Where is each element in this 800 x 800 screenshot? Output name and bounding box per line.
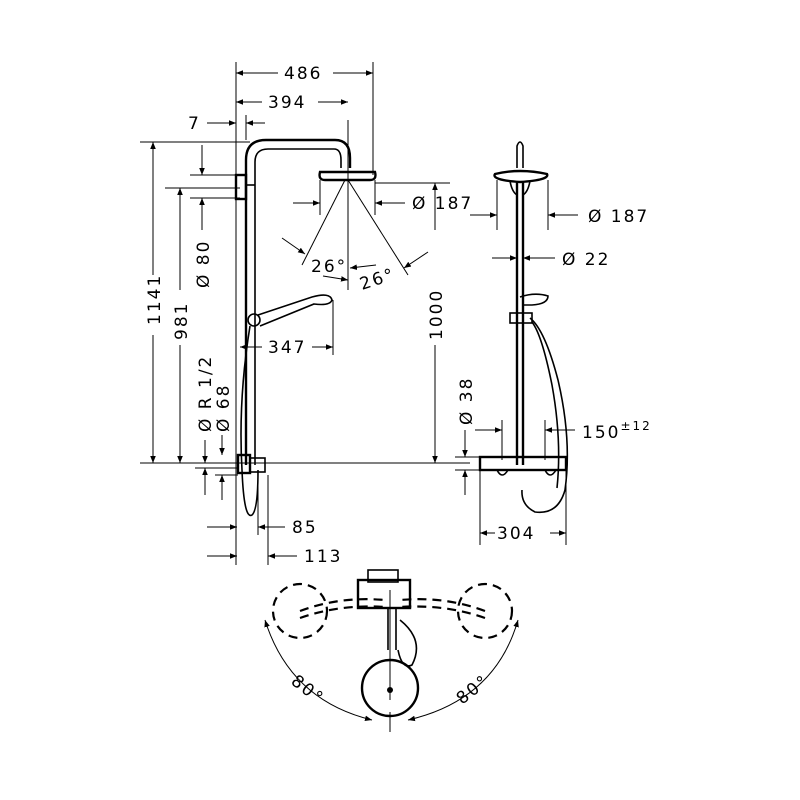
dim-mixer-depth: 85	[292, 518, 318, 538]
dim-head-diameter-side: Ø 187	[412, 194, 473, 214]
top-view: 80° 80°	[264, 569, 519, 732]
top-mixer-body	[356, 578, 412, 610]
side-view: 486 394 7 1141 981 Ø 80 Ø R 1/2 Ø 68	[140, 62, 473, 567]
swivel-left-position	[271, 582, 329, 640]
dim-981: 981	[172, 302, 192, 340]
soap-dish	[519, 293, 549, 306]
dim-7: 7	[188, 114, 201, 134]
swivel-angle-left: 80°	[287, 671, 328, 709]
front-shower-head	[493, 169, 549, 184]
handshower-holder	[247, 313, 261, 327]
front-view: Ø 187 Ø 22 Ø 38 150±12 304	[455, 141, 652, 545]
dim-escutcheon-diameter: Ø 68	[214, 384, 234, 432]
riser-pipe-inner	[254, 148, 342, 465]
spray-angle-right: 26°	[357, 265, 398, 295]
dim-head-height: 1000	[427, 289, 447, 340]
dim-handshower-reach: 347	[268, 338, 306, 358]
dim-rod-diameter: Ø 22	[562, 250, 610, 270]
dim-mixer-depth-total: 113	[304, 547, 342, 567]
swivel-right-position	[456, 582, 514, 640]
thermostat-bar	[478, 455, 568, 472]
shower-hose	[240, 325, 259, 517]
dim-bracket-diameter: Ø 80	[194, 240, 214, 288]
dim-connection-spacing: 150±12	[582, 419, 652, 443]
dim-connection-thread: Ø R 1/2	[196, 355, 216, 432]
spray-angle-left: 26°	[311, 257, 347, 277]
wall-bracket	[234, 173, 248, 201]
dim-394: 394	[268, 93, 306, 113]
dim-486: 486	[284, 64, 322, 84]
slide-holder	[509, 312, 533, 324]
mixer-body	[236, 453, 252, 475]
top-hose	[387, 608, 418, 667]
dim-thermostat-width: 304	[497, 524, 535, 544]
riser-pipe-outer	[244, 138, 352, 465]
dim-head-diameter-front: Ø 187	[588, 207, 649, 227]
front-hose	[521, 317, 569, 514]
swivel-arc-right	[407, 619, 519, 722]
dim-thermostat-diameter: Ø 38	[457, 377, 477, 425]
swivel-arc-left	[264, 619, 373, 722]
top-connector	[516, 141, 524, 168]
shower-head	[318, 170, 377, 182]
dim-1141: 1141	[145, 274, 165, 325]
hand-shower	[257, 294, 333, 327]
